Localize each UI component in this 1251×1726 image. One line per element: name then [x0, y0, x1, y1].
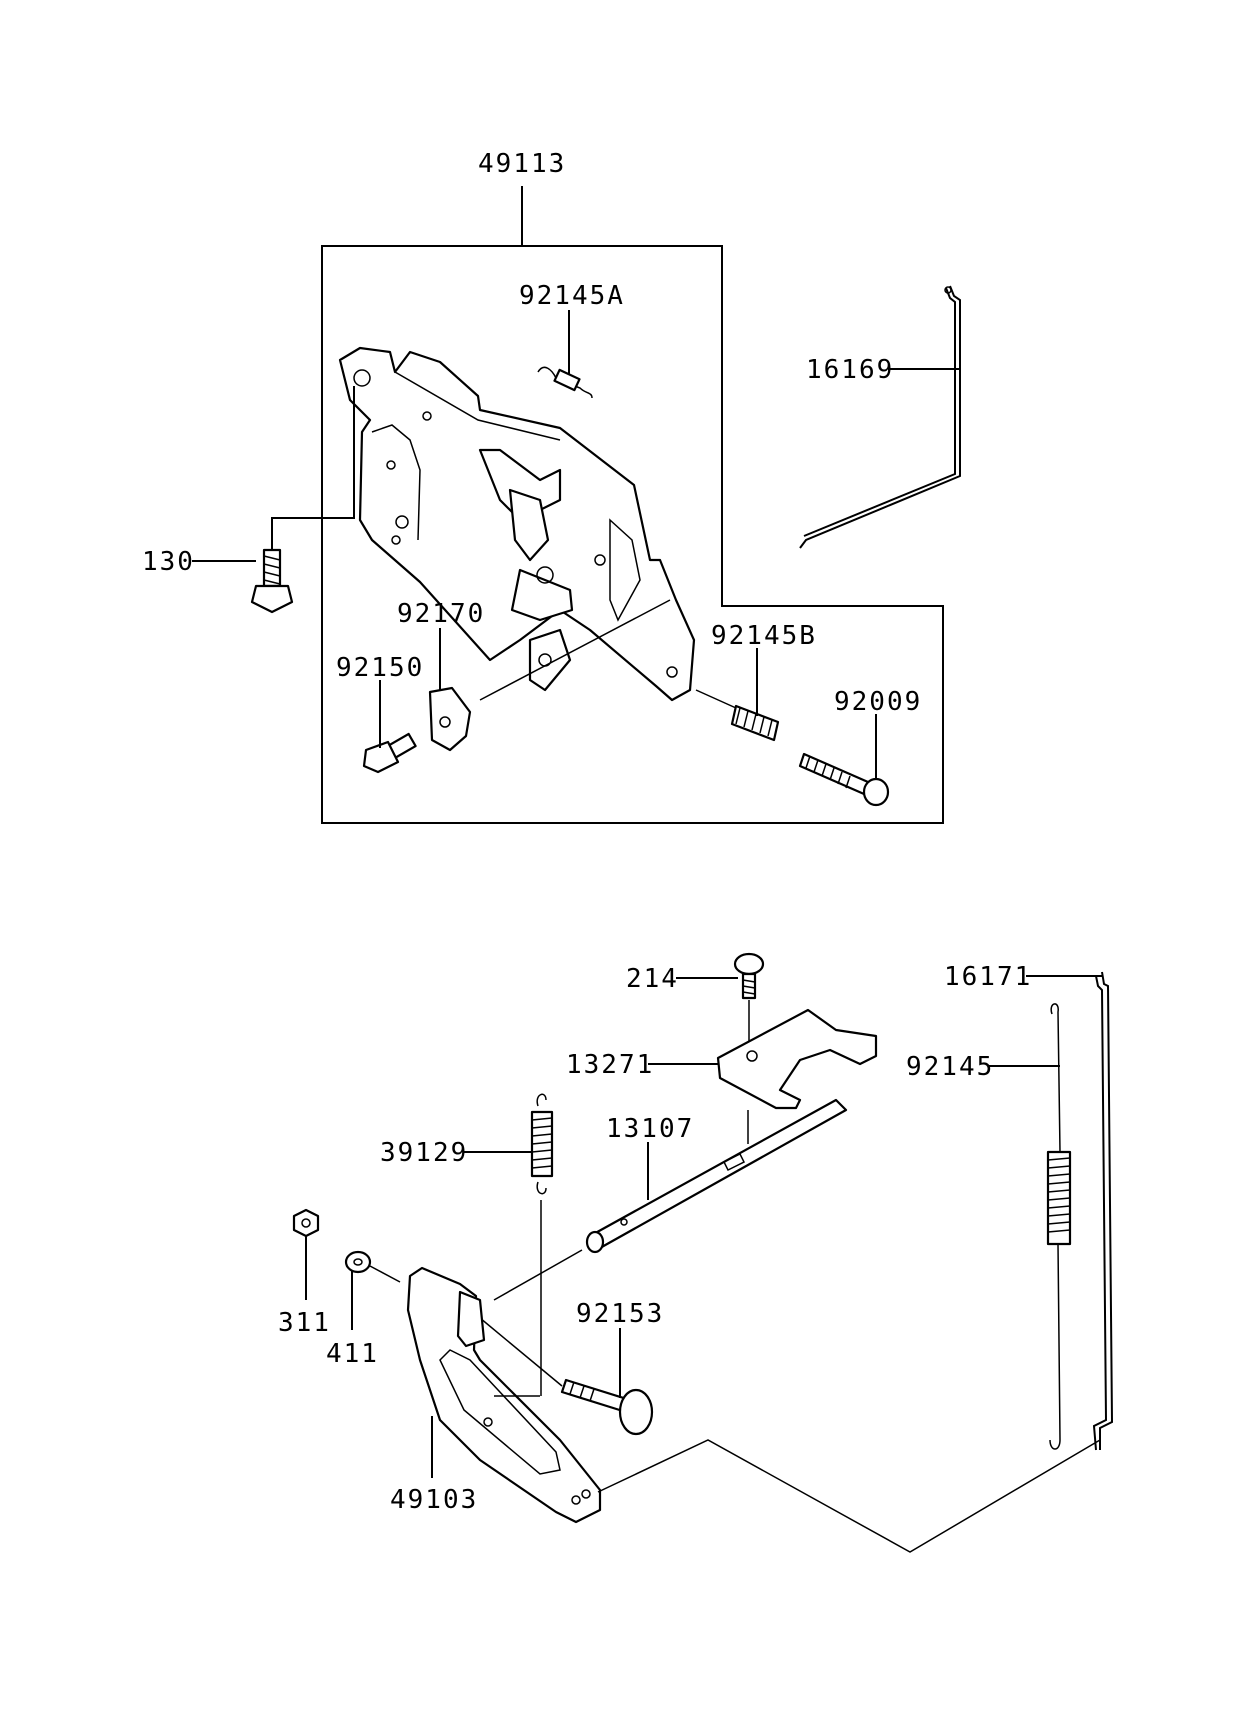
- rod-16169: [799, 285, 961, 549]
- label-92145A: 92145A: [519, 281, 625, 311]
- align-line-411: [369, 1265, 401, 1283]
- label-92145: 92145: [906, 1052, 994, 1082]
- label-92170: 92170: [397, 599, 485, 629]
- label-16171: 16171: [944, 962, 1032, 992]
- label-13271: 13271: [566, 1050, 654, 1080]
- label-130: 130: [142, 547, 195, 577]
- screw-92009: [798, 752, 890, 807]
- nut-311: [292, 1208, 320, 1238]
- shaft-13107: [585, 1098, 848, 1254]
- label-49113: 49113: [478, 149, 566, 179]
- label-92150: 92150: [336, 653, 424, 683]
- spring-92145A: [537, 366, 593, 399]
- plate-13271: [716, 1008, 878, 1110]
- spring-92145: [1046, 1003, 1072, 1450]
- pin-92153: [560, 1378, 654, 1436]
- label-92145B: 92145B: [711, 621, 817, 651]
- label-311: 311: [278, 1308, 331, 1338]
- label-16169: 16169: [806, 355, 894, 385]
- bolt-130: [250, 548, 294, 614]
- spring-39129: [530, 1093, 554, 1195]
- screw-214: [733, 952, 765, 1000]
- bolt-92150: [362, 732, 417, 774]
- label-411: 411: [326, 1339, 379, 1369]
- align-line-92170: [479, 599, 671, 701]
- label-39129: 39129: [380, 1138, 468, 1168]
- spring-92145B: [730, 704, 780, 742]
- label-49103: 49103: [390, 1485, 478, 1515]
- label-92009: 92009: [834, 687, 922, 717]
- align-line-92153: [479, 1317, 563, 1387]
- label-214: 214: [626, 964, 679, 994]
- label-92153: 92153: [576, 1299, 664, 1329]
- align-line-92145B: [695, 689, 737, 709]
- align-line-13107: [493, 1249, 583, 1301]
- clip-92170: [428, 686, 472, 752]
- washer-411: [344, 1250, 372, 1274]
- assembly-49113-boundary: [321, 245, 944, 824]
- rod-16171: [1092, 971, 1114, 1451]
- label-13107: 13107: [606, 1114, 694, 1144]
- control-plate: [338, 346, 696, 702]
- lever-49103: [406, 1266, 602, 1524]
- link-line-49103: [597, 1439, 1101, 1553]
- leader-130-dash: [271, 386, 355, 550]
